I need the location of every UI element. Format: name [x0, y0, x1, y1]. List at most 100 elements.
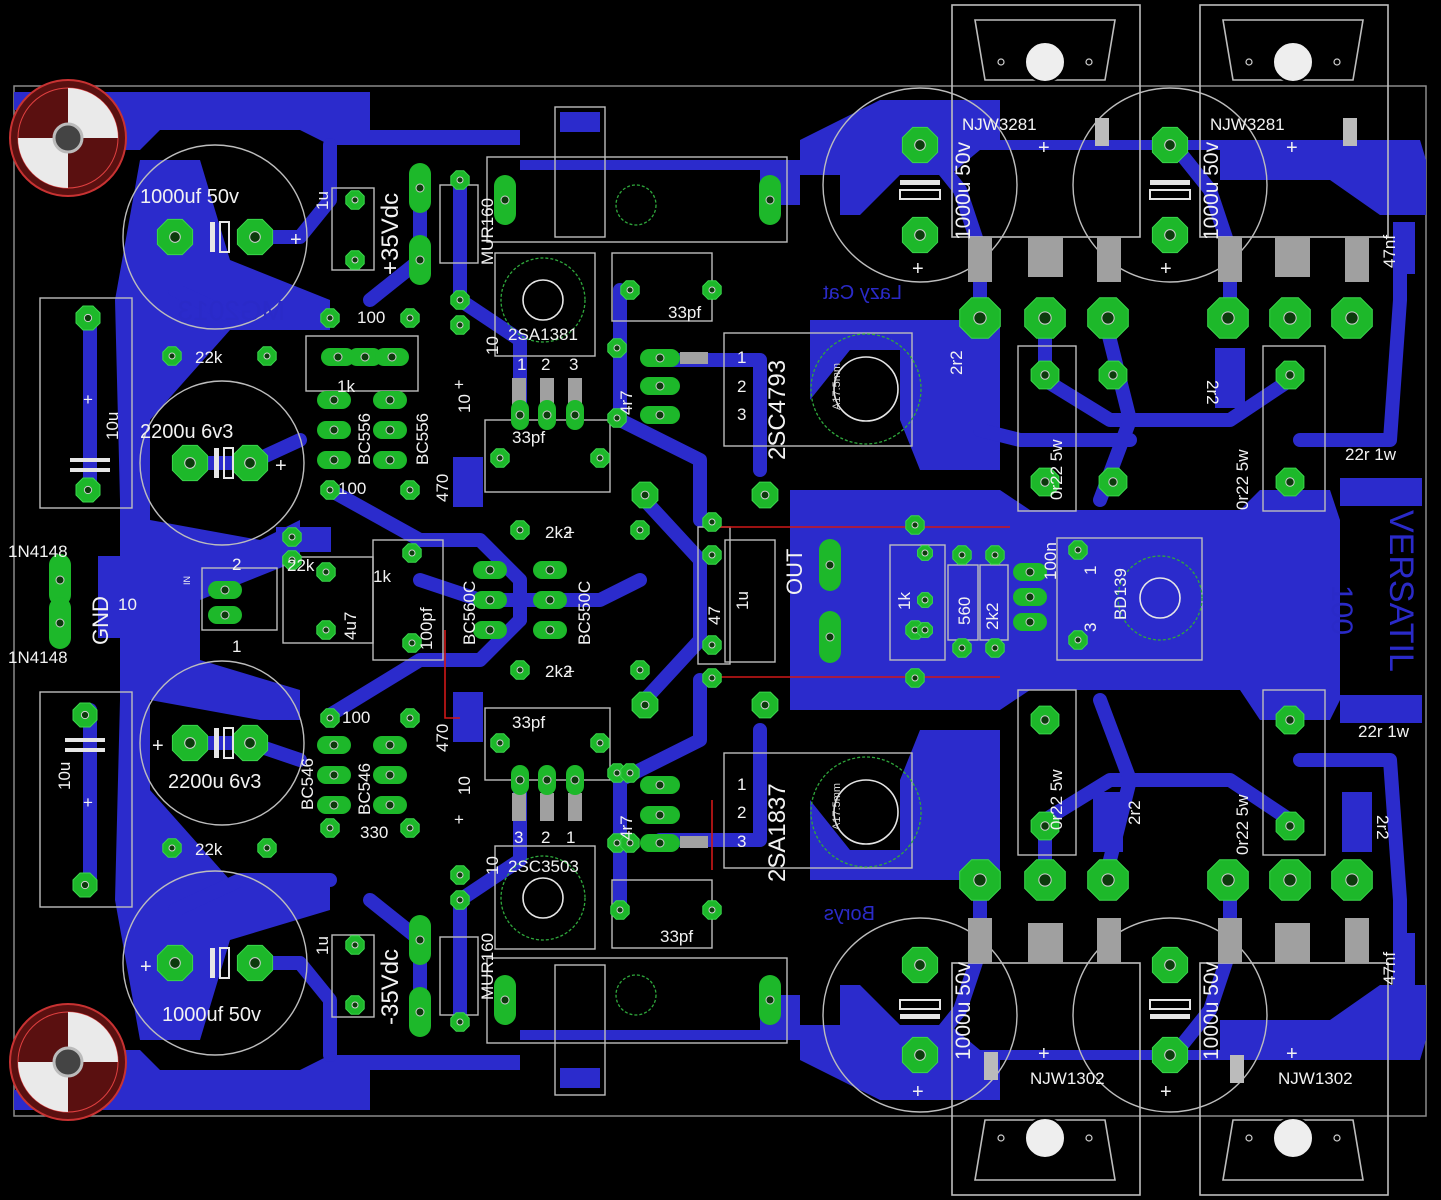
bias-pad-drill	[921, 626, 929, 634]
pin-1-b: 1	[566, 828, 575, 847]
resistor-pad-drill	[991, 644, 999, 652]
resistor-pad-drill	[406, 824, 414, 832]
label-r-1k-a: 1k	[337, 377, 355, 396]
resistor-pad-drill	[596, 454, 604, 462]
resistor-pad-drill	[613, 344, 621, 352]
power-resistor-pad-drill	[1285, 821, 1295, 831]
connector-pad-drill	[415, 255, 425, 265]
board-outline	[13, 85, 1427, 1117]
power-resistor-pad-drill	[1040, 370, 1050, 380]
resistor-pad-drill	[516, 666, 524, 674]
resistor-pad-drill	[1074, 546, 1082, 554]
label-r-1k-c: 1k	[895, 592, 914, 610]
pin-3-c: 3	[737, 405, 746, 424]
power-transistor-pad-drill	[1038, 311, 1052, 325]
resistor-pad-drill	[408, 639, 416, 647]
label-r-100-c: 100	[342, 708, 370, 727]
power-transistor-pad-drill	[1283, 311, 1297, 325]
small-transistor-pad-drill	[385, 455, 395, 465]
cap-pad-drill	[244, 457, 256, 469]
label-r-560: 560	[955, 597, 974, 625]
cap-pad-drill	[1164, 139, 1176, 151]
cap-pad-drill	[914, 139, 926, 151]
power-transistor-pad-drill	[1283, 873, 1297, 887]
label-47nf-b: 47nf	[1380, 952, 1399, 985]
resistor-pad-drill	[168, 844, 176, 852]
plus-mark-3: +	[275, 455, 287, 477]
small-transistor-pad-drill	[329, 770, 339, 780]
resistor-pad-drill	[613, 414, 621, 422]
small-transistor-pad-drill	[329, 395, 339, 405]
label-bc550c: BC550C	[575, 581, 594, 645]
plus-mark-16: +	[454, 810, 464, 829]
power-transistor-pad-drill	[1345, 873, 1359, 887]
resistor-pad-drill	[616, 906, 624, 914]
label-bc556-b: BC556	[413, 413, 432, 465]
cap-pad-drill	[1164, 959, 1176, 971]
resistor-pad-drill	[991, 551, 999, 559]
label-0r22-c: 0r22 5w	[1047, 769, 1066, 830]
resistor-pad-drill	[288, 556, 296, 564]
label-r-330: 330	[360, 823, 388, 842]
small-transistor-pad-drill	[385, 425, 395, 435]
power-resistor-pad-drill	[1108, 370, 1118, 380]
label-c-10u-a: 10u	[103, 412, 122, 440]
cap-pad-drill	[914, 229, 926, 241]
resistor-pad-drill	[636, 666, 644, 674]
pin-3-a: 3	[569, 355, 578, 374]
label-c-1000u-d: 1000u 50v	[1200, 961, 1223, 1060]
small-transistor-pad-drill	[1025, 617, 1035, 627]
connector-pad-drill	[500, 195, 510, 205]
label-2sc4793: 2SC4793	[764, 360, 791, 460]
label-r-22k-a: 22k	[195, 348, 223, 367]
label-c-10u-b: 10u	[55, 762, 74, 790]
label-2sa1837: 2SA1837	[764, 783, 791, 882]
driver-pad-drill	[655, 353, 665, 363]
resistor-pad-drill	[958, 644, 966, 652]
small-transistor-pad-drill	[329, 800, 339, 810]
resistor-pad-drill	[406, 486, 414, 494]
resistor-pad-drill	[626, 769, 634, 777]
power-resistor-pad-drill	[1040, 715, 1050, 725]
label-33pf-d: 33pf	[660, 927, 693, 946]
label-c-1u-a: 1u	[313, 191, 332, 210]
label-in: IN	[182, 576, 192, 585]
trimmer-pad-drill	[542, 775, 552, 785]
resistor-pad-drill	[958, 551, 966, 559]
power-resistor-pad-drill	[1285, 477, 1295, 487]
connector-pad-drill	[825, 632, 835, 642]
small-transistor-pad-drill	[485, 595, 495, 605]
small-transistor-pad-drill	[485, 565, 495, 575]
resistor-pad-drill	[406, 714, 414, 722]
resistor-pad-drill	[351, 196, 359, 204]
label-r-100-a: 100	[357, 308, 385, 327]
resistor-pad-drill	[326, 486, 334, 494]
resistor-pad-drill	[322, 568, 330, 576]
connector-pad-drill	[55, 575, 65, 585]
label-100pf: 100pf	[417, 607, 436, 650]
pin-2-c: 2	[737, 377, 746, 396]
label-47nf-a: 47nf	[1380, 235, 1399, 268]
connector-pad-drill	[55, 618, 65, 628]
power-resistor-pad-drill	[1040, 821, 1050, 831]
label-a17-a: A17.5mm	[831, 363, 843, 410]
resistor-pad-drill	[708, 551, 716, 559]
film-cap-pad-drill	[80, 710, 90, 720]
cap-pad-drill	[249, 957, 261, 969]
resistor-pad-drill	[263, 352, 271, 360]
small-transistor-pad-drill	[545, 625, 555, 635]
bias-pad-drill	[921, 596, 929, 604]
cap-pad-drill	[914, 1049, 926, 1061]
resistor-pad-drill	[613, 839, 621, 847]
cap-pad-drill	[1164, 229, 1176, 241]
label-c-1000-bot: 1000uf 50v	[162, 1004, 261, 1026]
resistor-pad-drill	[613, 769, 621, 777]
label-gnd: GND	[88, 596, 113, 645]
mount-hole-top	[9, 79, 127, 197]
label-4u7: 4u7	[341, 612, 360, 640]
pin-3-f: 3	[1081, 623, 1100, 632]
plus-mark-1: +	[290, 229, 302, 251]
pin-1-d: 1	[737, 775, 746, 794]
trimmer-pad-drill	[515, 775, 525, 785]
plus-mark-7: +	[1038, 1043, 1050, 1065]
